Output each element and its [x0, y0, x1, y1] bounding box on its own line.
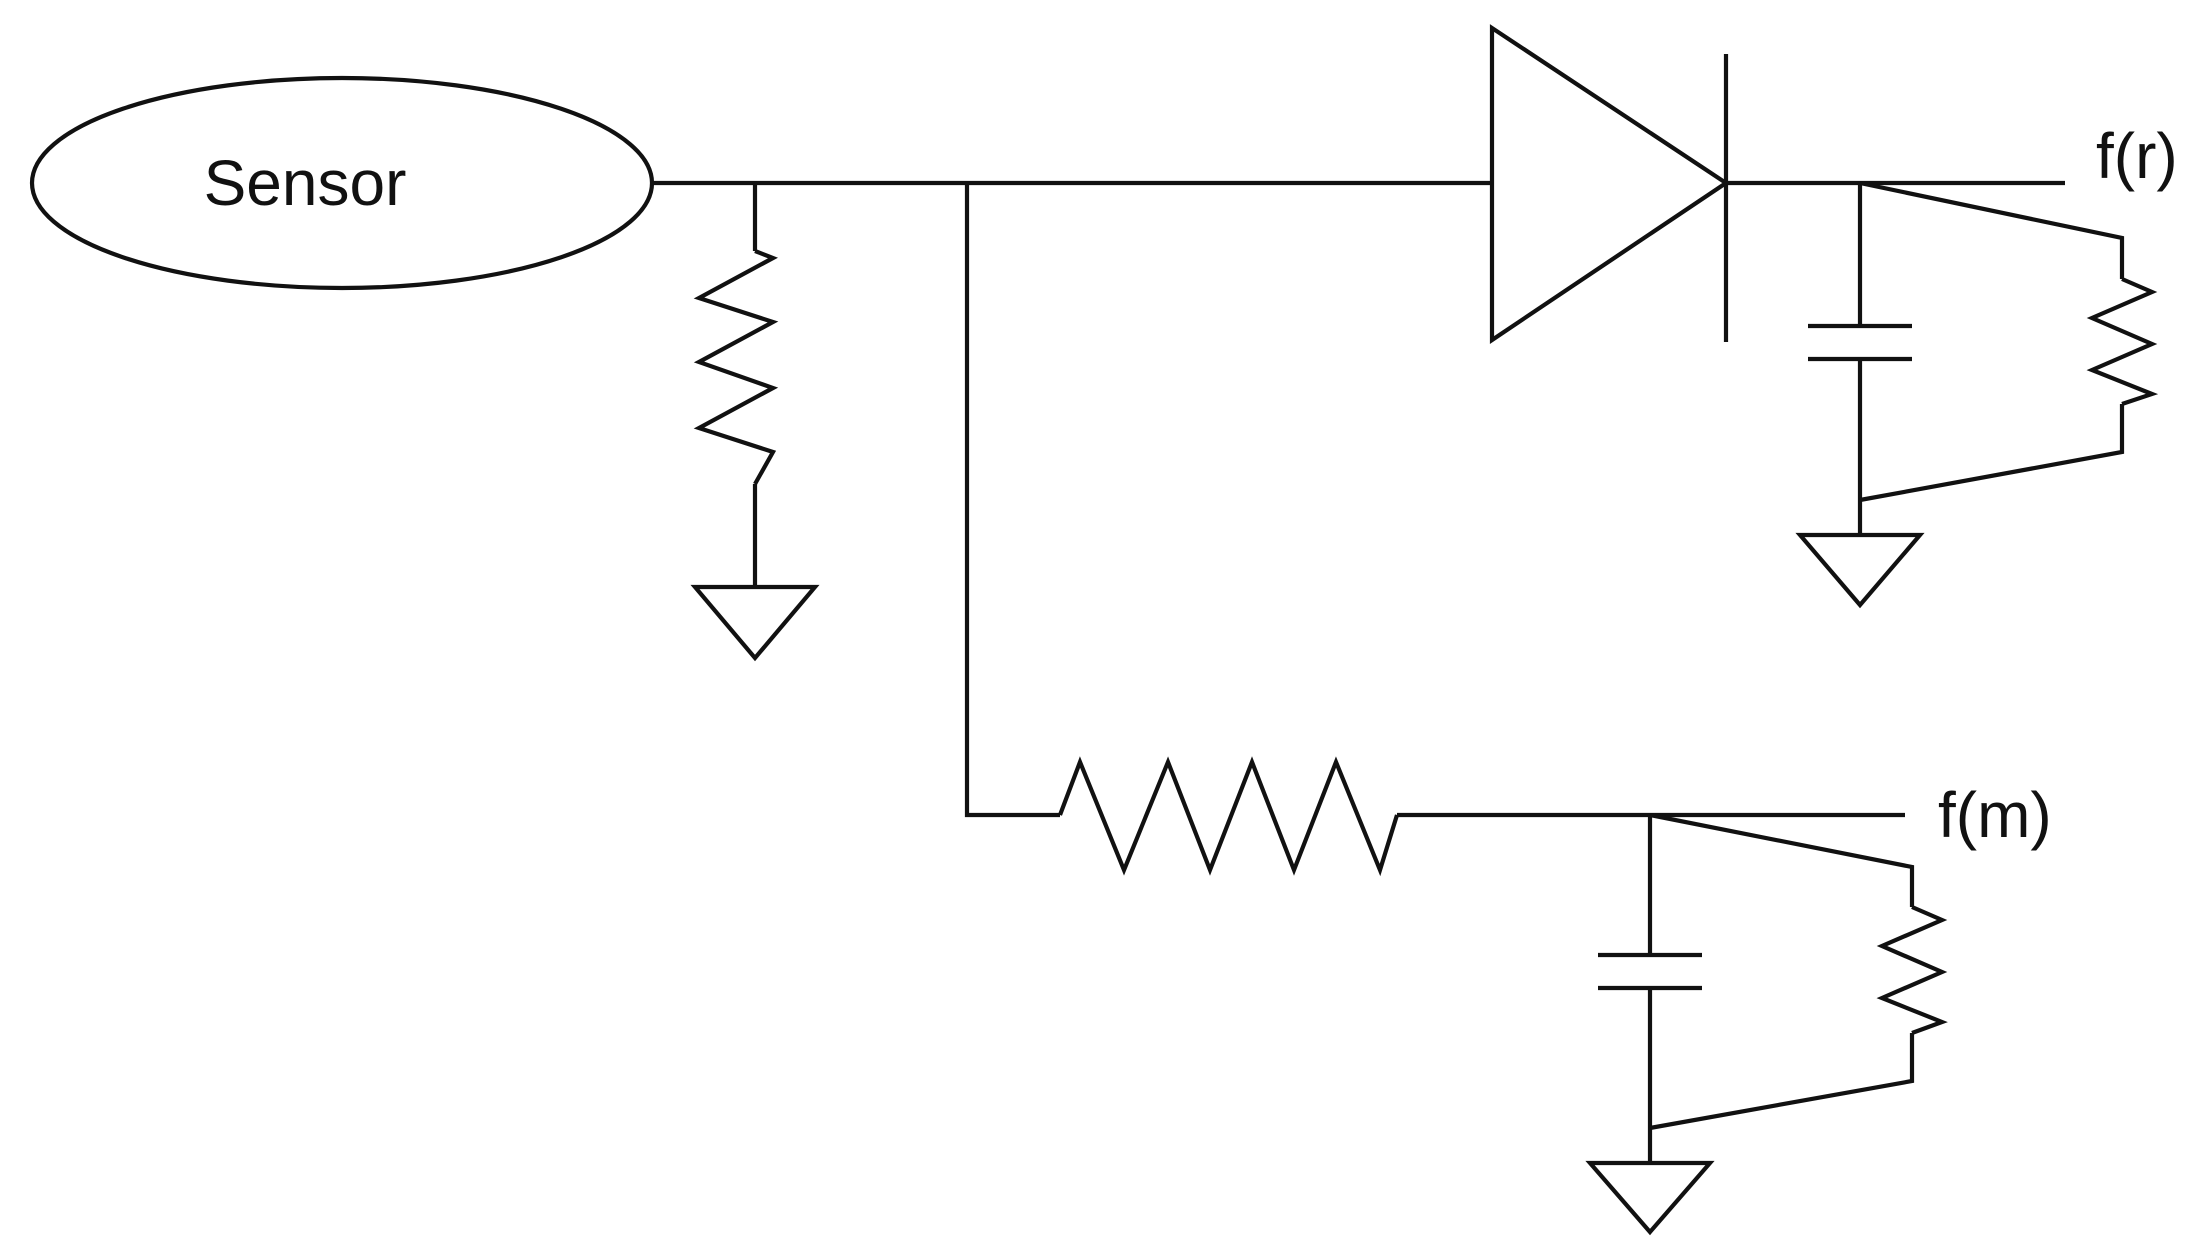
- lower-ground-symbol: [1585, 1160, 1715, 1236]
- sensor-block: Sensor: [29, 75, 655, 291]
- shunt-resistor: [693, 249, 779, 486]
- lower-branch: f(m): [964, 183, 2052, 877]
- input-shunt-branch: [690, 183, 820, 662]
- lower-res-lower-wire: [1649, 1033, 1915, 1131]
- upper-ground-symbol: [1795, 532, 1925, 609]
- output-r-label: f(r): [2096, 120, 2178, 192]
- sensor-label: Sensor: [204, 147, 407, 219]
- upper-filter-resistor: [2086, 277, 2159, 406]
- output-m-label: f(m): [1938, 779, 2052, 851]
- lower-rc-filter: [1585, 812, 1948, 1236]
- shunt-ground-symbol: [690, 584, 820, 662]
- branch-drop-wire: [964, 183, 1060, 818]
- lower-filter-resistor: [1876, 905, 1948, 1035]
- diode-triangle: [1489, 24, 1730, 344]
- upper-res-upper-wire: [1859, 180, 2125, 279]
- series-resistor: [1058, 756, 1400, 877]
- diode: [1489, 24, 1730, 344]
- upper-res-lower-wire: [1859, 404, 2125, 503]
- lower-res-upper-wire: [1649, 812, 1915, 907]
- upper-rc-filter: [1795, 180, 2159, 609]
